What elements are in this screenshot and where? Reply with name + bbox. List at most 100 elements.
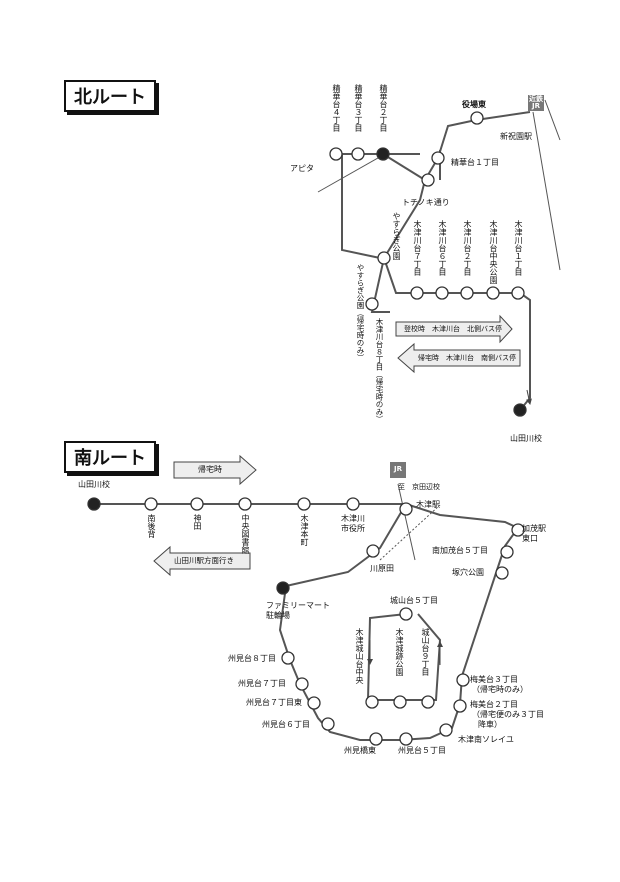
label-arrow-kitaku-north: 帰宅時 木津川台 南側バス停 [418,354,516,362]
label-seikadai1: 精華台１丁目 [451,158,499,167]
stop-shiroyamadai5 [399,607,413,621]
label-kizu-minami-soreiyu: 木津南ソレイユ [458,735,514,744]
label-kizu-shiro-koen: 木津城跡公園 [395,628,404,676]
stop-tochinoki [421,173,435,187]
label-kanda: 神田 [193,514,202,530]
stop-kizugawa-shiyakusho [346,497,360,511]
label-tochinoki: トチノキ通り [402,198,450,207]
label-yamadagawa-south: 山田川校 [78,480,110,489]
stop-umemidai3 [456,673,470,687]
stop-kizugawadai6 [435,286,449,300]
stop-chuo-toshokan [238,497,252,511]
label-chuo-toshokan: 中央図書館 [241,514,250,554]
stop-kizugawadai7 [410,286,424,300]
south-stops [87,497,525,746]
kintetsu-jr-badge: 近鉄 JR [528,95,544,111]
stop-minami-kohai [144,497,158,511]
north-stops [329,111,527,417]
stop-umemidai2 [453,699,467,713]
stop-kizu-minami-soreiyu [439,723,453,737]
label-jr-south: JR [394,465,402,473]
label-family-mart: ファミリーマート駐輪場 [266,601,330,620]
label-kizugawa-shiyakusho: 木津川市役所 [341,514,365,533]
label-yasuragi-kitaku: やすらぎ公園（帰宅時のみ） [356,264,365,362]
stop-kizugawadai2 [460,286,474,300]
label-tsukaana: 塚穴公園 [452,568,484,577]
label-yasuragi-koen: やすらぎ公園 [392,212,401,260]
stop-shumidai6 [321,717,335,731]
label-kizugawadai8: 木津川台８丁目（帰宅時のみ） [375,318,384,423]
label-kyotanabe: 至 京田辺校 [398,483,440,491]
south-direction-arrows [153,454,257,577]
stop-yasuragi-koen [377,251,391,265]
label-kizugawadai7: 木津川台７丁目 [413,220,422,276]
label-kizu-honmachi: 木津本町 [300,514,309,546]
stop-castle-2 [393,695,407,709]
stop-shumidai8 [281,651,295,665]
stop-kawarada [366,544,380,558]
label-arrow-kitaku-south: 帰宅時 [198,465,222,474]
stop-shumidai-higashi [369,732,383,746]
stop-minami-kamodai5 [500,545,514,559]
stop-seikadai2 [376,147,390,161]
label-seikadai4: 精華台４丁目 [332,84,341,132]
stop-kizugawadai1 [511,286,525,300]
label-umemidai3-note: （帰宅時のみ） [472,685,528,694]
north-route-title: 北ルート [64,80,156,112]
stop-shumidai5 [399,732,413,746]
label-kawarada: 川原田 [370,564,394,573]
label-arrow-tokou: 登校時 木津川台 北側バス停 [404,325,502,333]
stop-kizugawadai-chuo [486,286,500,300]
stop-family-mart [276,581,290,595]
label-umemidai2-note2: 降車） [478,720,502,729]
stop-kamo-eki [511,523,525,537]
stop-seikadai4 [329,147,343,161]
stop-castle-3 [421,695,435,709]
label-shiroyamadai5: 城山台５丁目 [390,596,438,605]
label-umemidai2: 梅美台２丁目 [470,700,518,709]
label-yamadagawa-north: 山田川校 [510,434,542,443]
label-umemidai2-note1: （帰宅便のみ３丁目 [472,710,544,719]
label-minami-kamodai5: 南加茂台５丁目 [432,546,488,555]
label-kizugawadai1: 木津川台１丁目 [514,220,523,276]
label-shumidai5: 州見台５丁目 [398,746,446,755]
jr-badge-south: JR [390,462,406,478]
stop-yamadagawa-north [513,403,527,417]
stop-castle-1 [365,695,379,709]
label-kizugawadai2: 木津川台２丁目 [463,220,472,276]
stop-seikadai3 [351,147,365,161]
stop-shumidai7 [295,677,309,691]
loop-direction-arrows [367,389,532,665]
label-shumidai7e: 州見台７丁目東 [246,698,302,707]
stop-kanda [190,497,204,511]
label-shin-hosono: 新祝園駅 [500,132,532,141]
label-kizugawadai6: 木津川台６丁目 [438,220,447,276]
label-shumidai7: 州見台７丁目 [238,679,286,688]
stop-yamadagawa-south [87,497,101,511]
label-shumidai8: 州見台８丁目 [228,654,276,663]
label-yakuba-higashi: 役場東 [462,100,486,109]
label-minami-kohai: 南後背 [147,514,156,538]
stop-tsukaana [495,566,509,580]
stop-kizu-eki [399,502,413,516]
label-kamo-eki: 加茂駅東口 [522,524,546,543]
label-seikadai3: 精華台３丁目 [354,84,363,132]
label-kizugawadai-chuo: 木津川台中央公園 [489,220,498,284]
label-jr-north: JR [532,102,540,110]
label-kizu-eki: 木津駅 [416,500,440,509]
stop-yakuba-higashi [470,111,484,125]
label-apita: アピタ [290,164,314,173]
label-kizu-shiro-chuo: 木津城山台中央 [355,628,364,684]
stop-seikadai1 [431,151,445,165]
label-seikadai2: 精華台２丁目 [379,84,388,132]
stop-yasuragi-kitaku [365,297,379,311]
label-umemidai3: 梅美台３丁目 [470,675,518,684]
south-route-title: 南ルート [64,441,156,473]
stop-kizu-honmachi [297,497,311,511]
north-direction-arrows [395,314,521,374]
label-kintetsu: 近鉄 [529,95,543,103]
north-route-lines [317,99,561,411]
label-shumidai6: 州見台６丁目 [262,720,310,729]
label-shumidai-higashi: 州見橋東 [344,746,376,755]
